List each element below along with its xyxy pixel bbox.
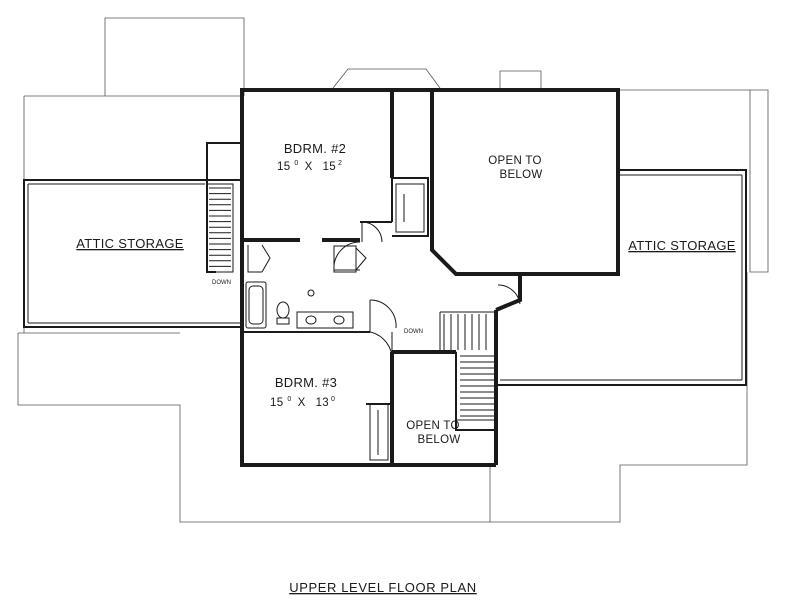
exterior-walls	[206, 88, 620, 467]
open-to-below-upper-line2: BELOW	[499, 169, 542, 181]
open-to-below-lower-line2: BELOW	[417, 434, 460, 446]
bedroom-2-name: BDRM. #2	[284, 141, 346, 156]
attic-storage-right-label: ATTIC STORAGE	[628, 238, 735, 253]
bedroom-2	[242, 177, 429, 243]
attic-storage-right	[496, 169, 747, 386]
stairs-center	[439, 311, 497, 421]
open-to-below-lower-line1: OPEN TO	[406, 420, 459, 432]
bedroom-3-name: BDRM. #3	[275, 375, 337, 390]
floor-plan-caption: UPPER LEVEL FLOOR PLAN	[289, 580, 477, 595]
stairs-left-frame	[206, 183, 234, 273]
stairs-center-down-label: DOWN	[404, 329, 423, 335]
stairs-left	[206, 183, 234, 273]
bathroom	[241, 240, 370, 333]
bedroom-3	[366, 352, 394, 465]
stairs-left-down-label: DOWN	[212, 280, 231, 286]
attic-storage-left	[23, 179, 240, 328]
hall	[333, 241, 521, 363]
open-to-below-upper-line1: OPEN TO	[488, 155, 541, 167]
open-to-below-lower	[392, 350, 496, 431]
attic-storage-left-label: ATTIC STORAGE	[76, 236, 183, 251]
stairs-center-frame	[439, 311, 497, 421]
